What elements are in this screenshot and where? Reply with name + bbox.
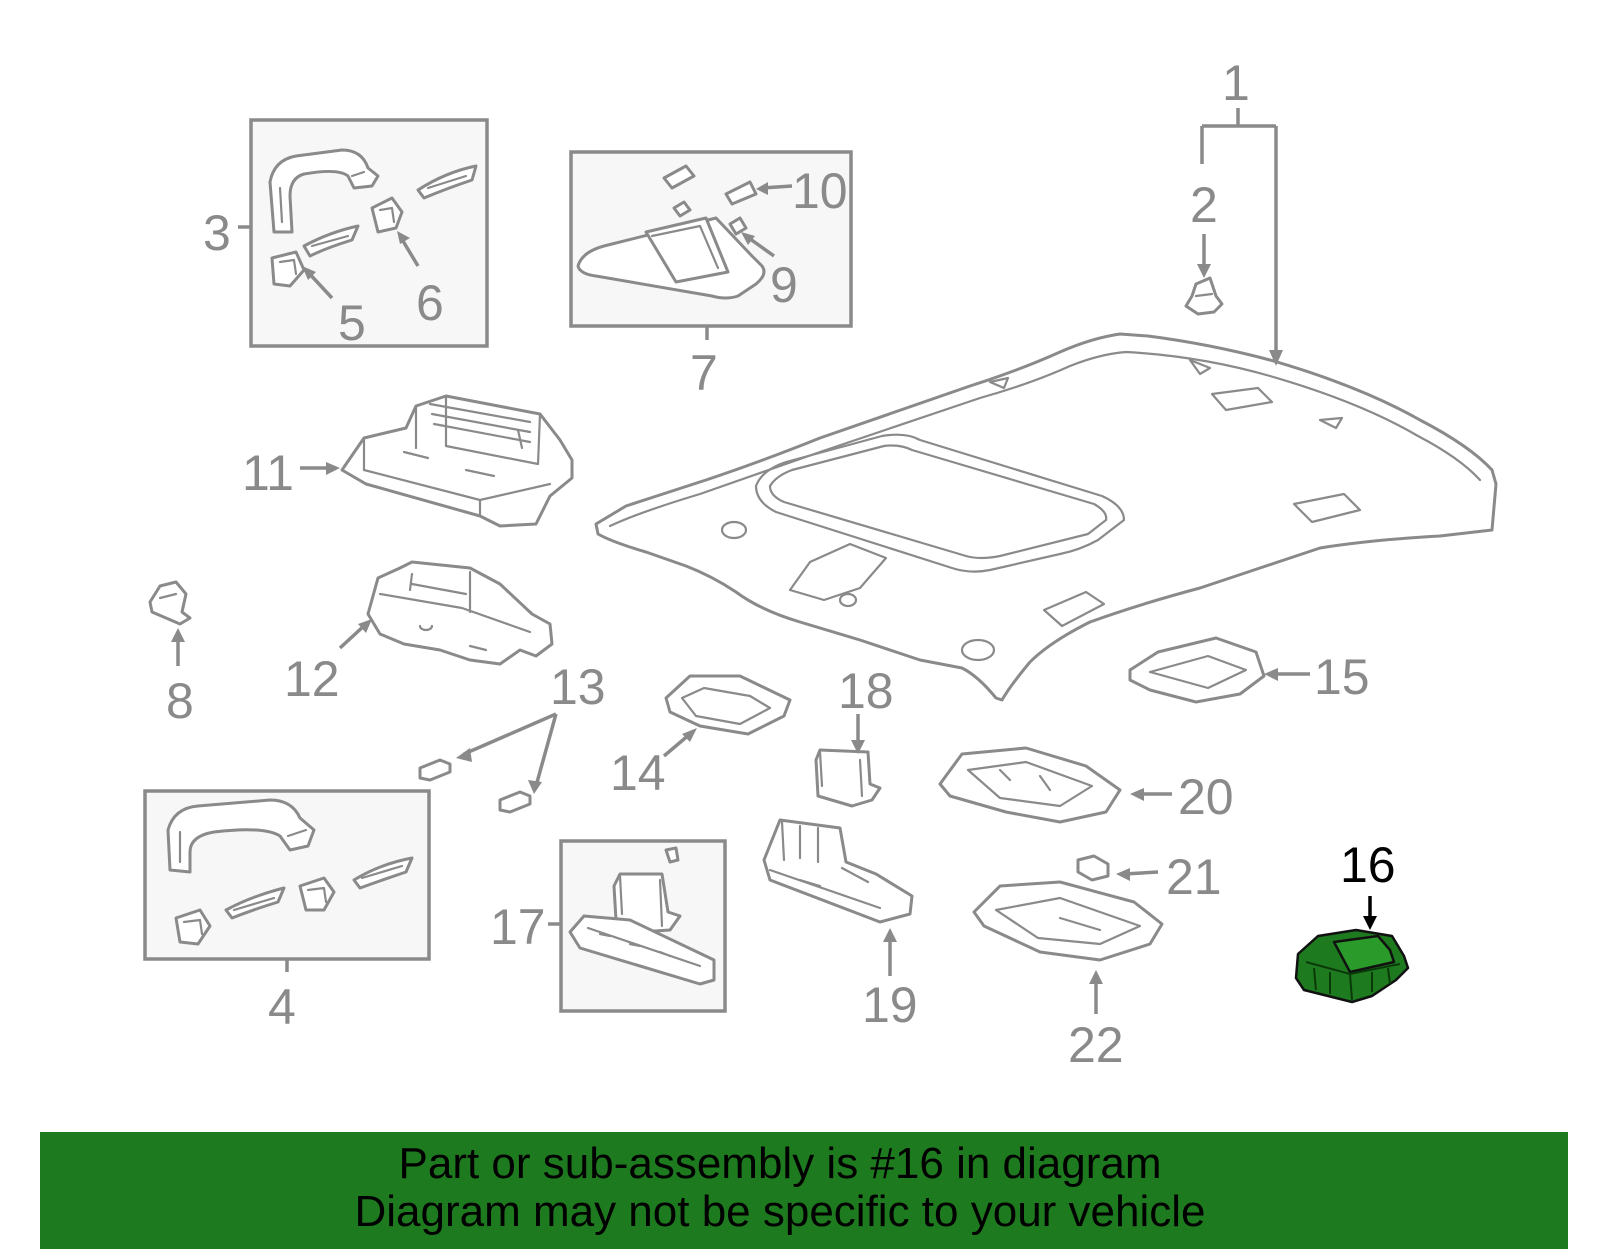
callout-17: 17 [490, 899, 546, 955]
callout-9: 9 [770, 257, 798, 313]
banner-disclaimer: Diagram may not be specific to your vehi… [354, 1187, 1206, 1236]
info-banner: Part or sub-assembly is #16 in diagram D… [40, 1132, 1568, 1249]
callout-3: 3 [203, 205, 231, 261]
clip-8 [148, 580, 192, 626]
grab-handle-kit-rear [166, 798, 414, 946]
arrow-19 [883, 928, 897, 942]
arrow-14 [682, 728, 697, 742]
callout-18: 18 [838, 663, 894, 719]
callout-15: 15 [1314, 649, 1370, 705]
arrow-8 [171, 628, 185, 642]
lens-14 [664, 674, 792, 736]
arrow-13a [456, 748, 472, 762]
arrow-5 [302, 266, 316, 280]
banner-part-note: Part or sub-assembly is #16 in diagram [398, 1139, 1162, 1188]
callout-19: 19 [862, 977, 918, 1033]
arrow-1 [1269, 350, 1283, 366]
bulbs-13 [418, 758, 532, 814]
grab-handle-kit-front [268, 148, 478, 288]
callout-7: 7 [690, 345, 718, 401]
callout-21: 21 [1166, 849, 1222, 905]
arrow-13b [528, 780, 542, 794]
headliner-assembly [594, 332, 1498, 702]
callout-16: 16 [1340, 837, 1396, 893]
arrow-2 [1197, 264, 1211, 278]
switch-18 [814, 748, 882, 808]
callout-8: 8 [166, 673, 194, 729]
leader-13 [463, 712, 558, 787]
callout-20: 20 [1178, 769, 1234, 825]
console-kit-17 [568, 846, 716, 986]
sun-visor-assembly [576, 164, 766, 300]
callout-5: 5 [338, 295, 366, 351]
callout-10: 10 [792, 163, 848, 219]
callout-22: 22 [1068, 1017, 1124, 1073]
callout-6: 6 [416, 275, 444, 331]
lens-20 [938, 746, 1122, 824]
arrow-22 [1089, 970, 1103, 984]
callout-4: 4 [268, 979, 296, 1035]
callout-11: 11 [242, 445, 294, 501]
arrow-6 [397, 231, 410, 244]
callout-14: 14 [610, 745, 666, 801]
arrow-15 [1264, 668, 1278, 681]
leader-1 [1200, 108, 1278, 358]
callout-1: 1 [1222, 55, 1250, 111]
callout-13: 13 [550, 659, 606, 715]
overhead-console-12 [366, 560, 554, 666]
bulb-21 [1076, 854, 1110, 882]
arrow-9 [741, 232, 755, 245]
arrow-11 [326, 462, 340, 475]
arrow-16 [1363, 916, 1377, 930]
lens-22 [972, 880, 1164, 962]
arrow-21 [1116, 868, 1130, 881]
arrow-12 [358, 619, 372, 633]
callout-12: 12 [284, 651, 340, 707]
overhead-console-11 [340, 394, 574, 528]
arrow-20 [1130, 788, 1144, 801]
callout-2: 2 [1190, 177, 1218, 233]
arrow-18 [851, 740, 865, 754]
highlighted-part-16[interactable] [1294, 928, 1410, 1004]
lens-15 [1128, 636, 1266, 704]
headliner-clip [1184, 276, 1224, 316]
arrow-10 [756, 182, 768, 195]
console-19 [762, 818, 914, 924]
